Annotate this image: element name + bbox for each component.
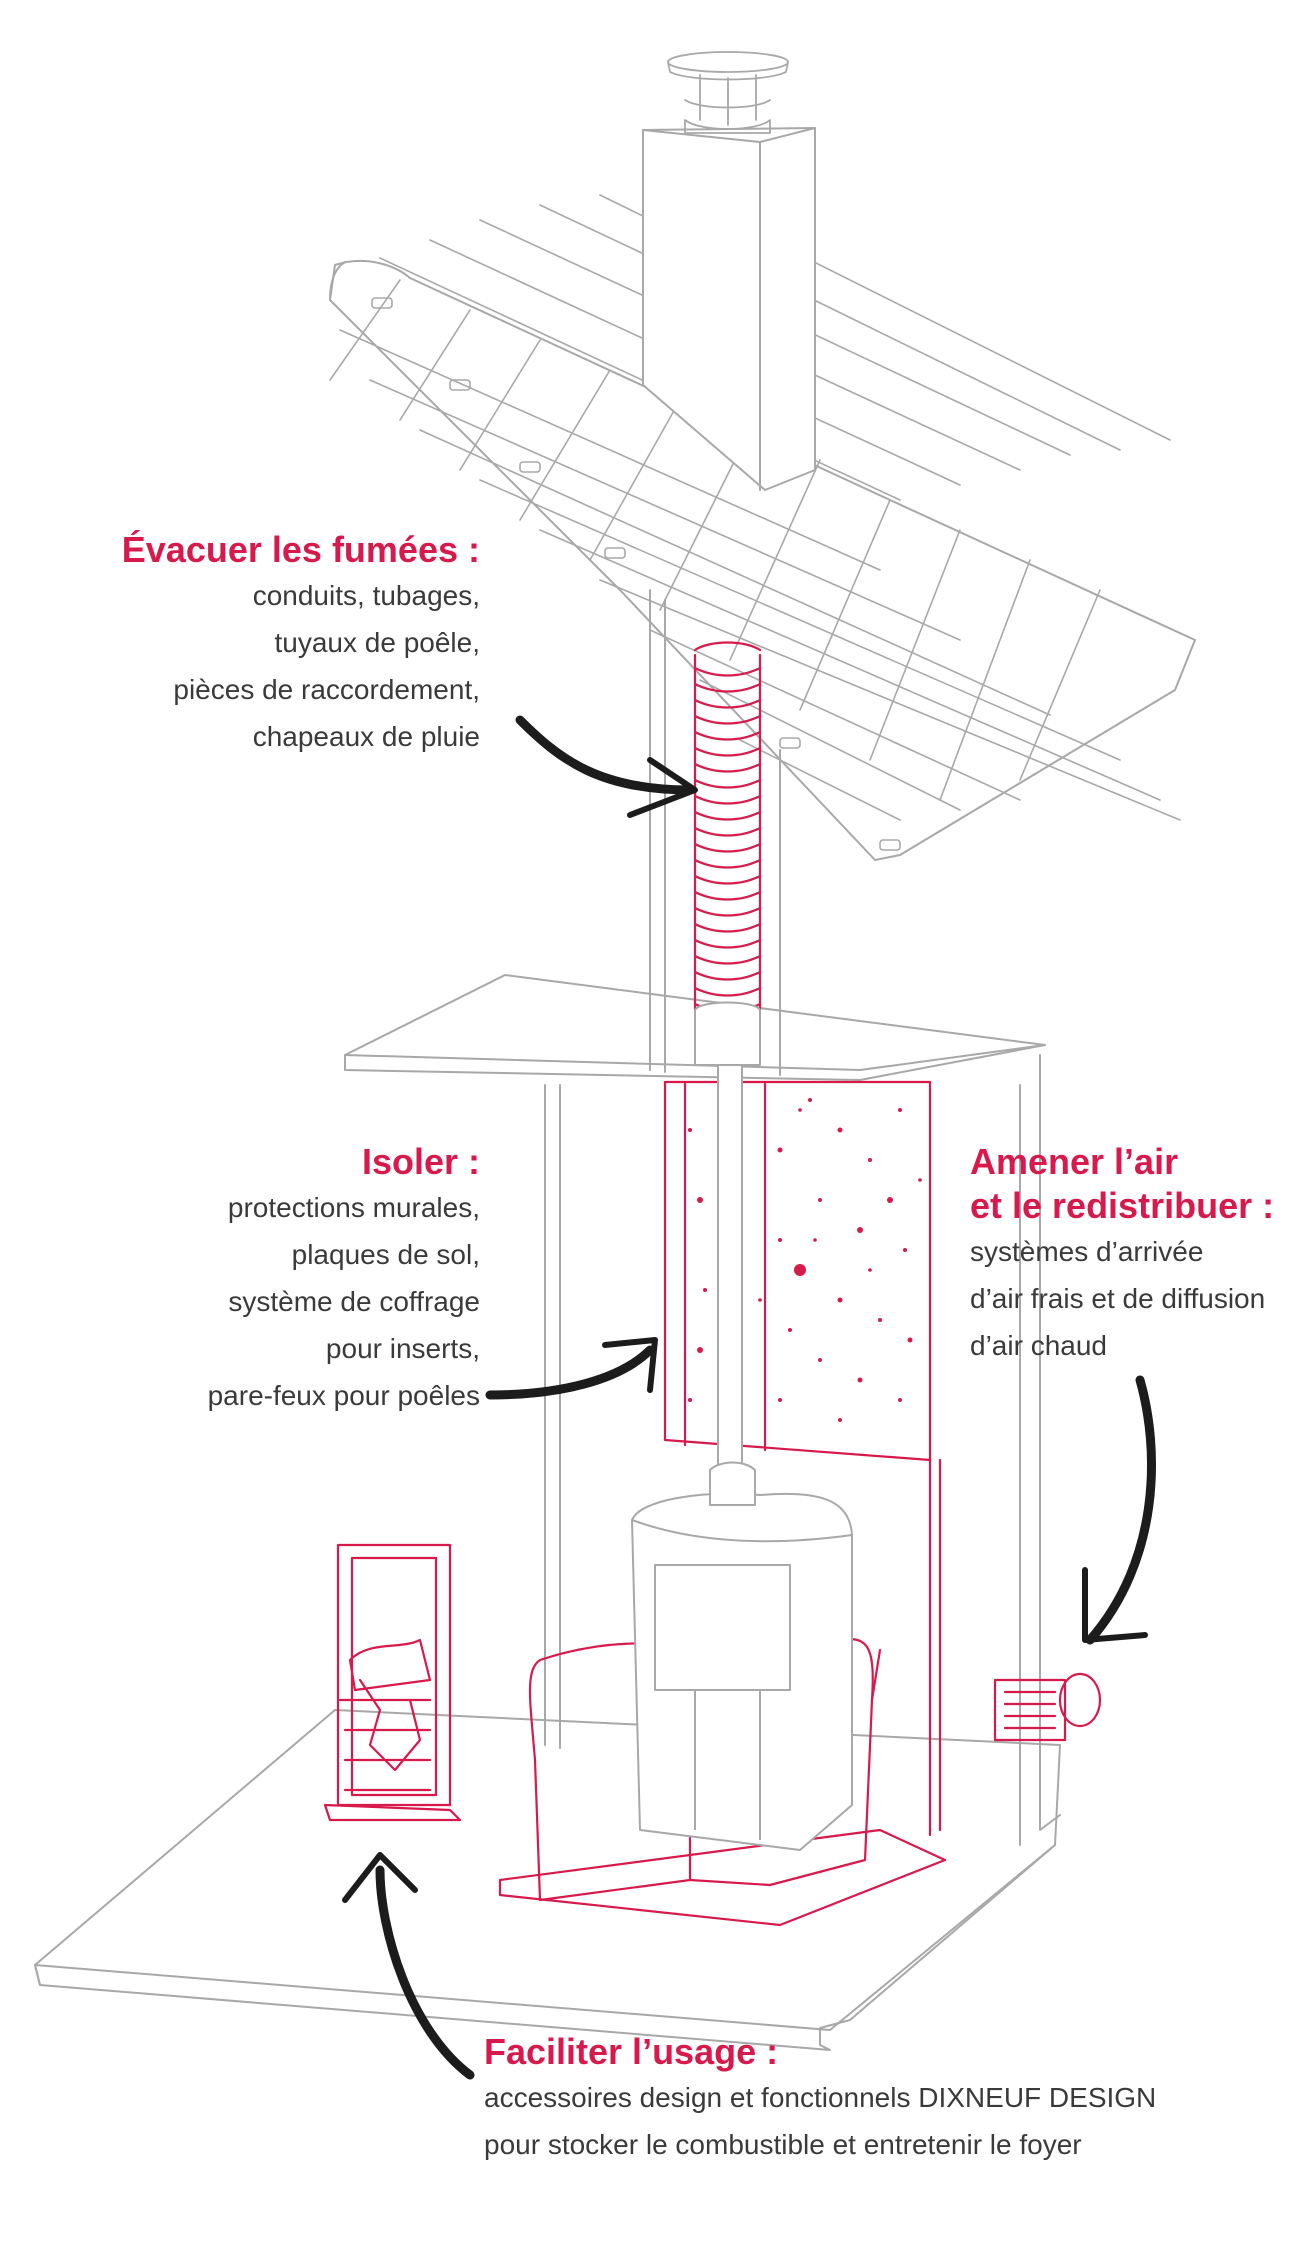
- callout-amener-title: et le redistribuer :: [970, 1185, 1275, 1226]
- callout-amener-line: d’air frais et de diffusion: [970, 1283, 1266, 1314]
- callout-amener-title: Amener l’air: [970, 1141, 1179, 1182]
- back-walls: [544, 1054, 1061, 1846]
- callout-evacuer-line: conduits, tubages,: [252, 580, 480, 611]
- callout-isoler-line: système de coffrage: [228, 1286, 480, 1317]
- callout-evacuer-title: Évacuer les fumées :: [121, 529, 480, 570]
- floor-slab: [34, 1709, 1061, 2051]
- callout-isoler-title: Isoler :: [361, 1141, 480, 1182]
- wood-stove: [631, 1492, 853, 1851]
- callout-isoler-line: protections murales,: [227, 1192, 480, 1223]
- rain-cap: [667, 51, 789, 134]
- attic-walls: [649, 589, 781, 1076]
- callout-amener: Amener l’air et le redistribuer : systèm…: [970, 1140, 1300, 1369]
- callout-faciliter-line: accessoires design et fonctionnels DIXNE…: [484, 2082, 1157, 2113]
- arrow-evacuer: [515, 715, 698, 818]
- arrow-isoler: [485, 1337, 658, 1400]
- callout-faciliter-line: pour stocker le combustible et entreteni…: [484, 2129, 1082, 2160]
- callout-isoler: Isoler : protections murales, plaques de…: [150, 1140, 480, 1419]
- arrow-amener: [1082, 1375, 1156, 1645]
- insulation-speckles: [688, 1098, 922, 1422]
- liner-connector: [694, 1001, 761, 1066]
- callout-evacuer: Évacuer les fumées : conduits, tubages, …: [100, 528, 480, 760]
- callout-amener-line: d’air chaud: [970, 1330, 1107, 1361]
- floor-plate: [498, 1828, 947, 1927]
- callout-isoler-line: pour inserts,: [325, 1333, 480, 1364]
- callout-isoler-line: pare-feux pour poêles: [207, 1380, 480, 1411]
- air-vent-grille: [993, 1672, 1102, 1742]
- callout-evacuer-line: tuyaux de poêle,: [274, 627, 481, 658]
- log-holder: [323, 1543, 462, 1822]
- arrow-faciliter: [342, 1852, 475, 2080]
- callout-evacuer-line: pièces de raccordement,: [173, 674, 480, 705]
- callout-amener-line: systèmes d’arrivée: [970, 1236, 1204, 1267]
- ceiling-slab: [344, 974, 1046, 1081]
- callout-evacuer-line: chapeaux de pluie: [252, 721, 480, 752]
- callout-faciliter: Faciliter l’usage : accessoires design e…: [484, 2030, 1284, 2168]
- stove-pipe: [709, 1009, 756, 1506]
- chimney-stack: [642, 127, 816, 491]
- callout-isoler-line: plaques de sol,: [291, 1239, 480, 1270]
- callout-faciliter-title: Faciliter l’usage :: [484, 2031, 779, 2072]
- flue-liner: [693, 641, 762, 1013]
